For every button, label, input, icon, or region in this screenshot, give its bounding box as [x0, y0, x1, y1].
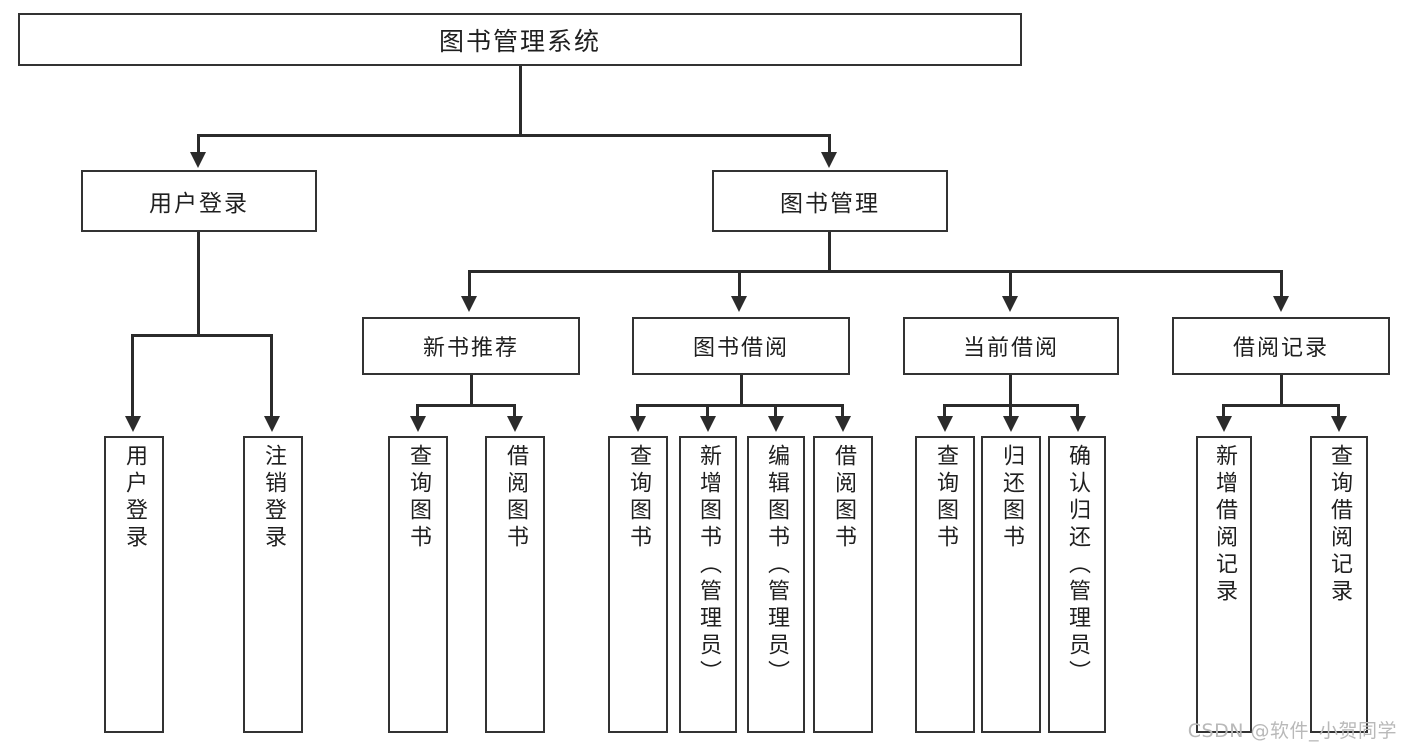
arrowhead-new-books — [461, 296, 477, 312]
connector-drop-leaf-confirm-return — [1076, 404, 1079, 418]
leaf-logout[interactable]: 注销登录 — [243, 436, 303, 733]
node-label: 当前借阅 — [962, 336, 1059, 361]
arrowhead-leaf-logout — [264, 416, 280, 432]
leaf-edit-book-admin[interactable]: 编辑图书（管理员） — [747, 436, 805, 733]
node-label: 新书推荐 — [422, 336, 519, 361]
connector-drop-leaf-borrow-book-2 — [841, 404, 844, 418]
arrowhead-current-borrow — [1002, 296, 1018, 312]
connector-drop-leaf-add-record — [1222, 404, 1225, 418]
node-label: 图书管理 — [780, 191, 880, 217]
connector-level2-bus — [197, 134, 831, 137]
node-label: 编辑图书（管理员） — [763, 444, 789, 687]
connector-drop-current-borrow — [1009, 270, 1012, 298]
leaf-borrow-book-recommend[interactable]: 借阅图书 — [485, 436, 545, 733]
connector-new-books-bus — [416, 404, 515, 407]
connector-borrow-record-bus — [1222, 404, 1340, 407]
connector-book-borrow-stem — [740, 375, 743, 406]
leaf-borrow-book[interactable]: 借阅图书 — [813, 436, 873, 733]
connector-drop-leaf-add-book — [706, 404, 709, 418]
leaf-query-book-borrow[interactable]: 查询图书 — [608, 436, 668, 733]
arrowhead-user-login — [190, 152, 206, 168]
node-book-borrow[interactable]: 图书借阅 — [632, 317, 850, 375]
arrowhead-leaf-query-book-1 — [410, 416, 426, 432]
connector-user-login-stem — [197, 232, 200, 334]
connector-drop-leaf-query-book-3 — [943, 404, 946, 418]
arrowhead-book-manage — [821, 152, 837, 168]
arrowhead-borrow-record — [1273, 296, 1289, 312]
connector-drop-new-books — [468, 270, 471, 298]
connector-drop-book-borrow — [738, 270, 741, 298]
connector-root-stem — [519, 66, 522, 134]
node-root-system[interactable]: 图书管理系统 — [18, 13, 1022, 66]
node-current-borrow[interactable]: 当前借阅 — [903, 317, 1119, 375]
node-label: 借阅图书 — [830, 444, 856, 552]
connector-user-login-bus — [131, 334, 270, 337]
node-user-login[interactable]: 用户登录 — [81, 170, 317, 232]
node-label: 新增图书（管理员） — [695, 444, 721, 687]
node-label: 用户登录 — [121, 444, 147, 552]
node-label: 用户登录 — [149, 191, 249, 217]
node-label: 新增借阅记录 — [1211, 444, 1237, 606]
connector-current-borrow-stem — [1009, 375, 1012, 406]
arrowhead-leaf-user-login — [125, 416, 141, 432]
node-label: 图书管理系统 — [438, 26, 601, 56]
node-label: 注销登录 — [260, 444, 286, 552]
arrowhead-leaf-borrow-book-2 — [835, 416, 851, 432]
node-borrow-record[interactable]: 借阅记录 — [1172, 317, 1390, 375]
arrowhead-leaf-edit-book — [768, 416, 784, 432]
node-label: 图书借阅 — [692, 336, 789, 361]
connector-drop-leaf-edit-book — [774, 404, 777, 418]
connector-book-borrow-bus — [636, 404, 842, 407]
leaf-query-book-recommend[interactable]: 查询图书 — [388, 436, 448, 733]
arrowhead-leaf-query-book-2 — [630, 416, 646, 432]
node-label: 查询借阅记录 — [1326, 444, 1352, 606]
node-label: 查询图书 — [405, 444, 431, 552]
connector-drop-leaf-query-book-2 — [636, 404, 639, 418]
leaf-confirm-return-admin[interactable]: 确认归还（管理员） — [1048, 436, 1106, 733]
leaf-query-book-current[interactable]: 查询图书 — [915, 436, 975, 733]
leaf-query-borrow-record[interactable]: 查询借阅记录 — [1310, 436, 1368, 733]
arrowhead-leaf-return-book — [1003, 416, 1019, 432]
leaf-add-borrow-record[interactable]: 新增借阅记录 — [1196, 436, 1252, 733]
arrowhead-leaf-query-record — [1331, 416, 1347, 432]
connector-drop-leaf-logout — [270, 334, 273, 418]
connector-book-manage-stem — [828, 232, 831, 272]
node-label: 确认归还（管理员） — [1064, 444, 1090, 687]
connector-drop-borrow-record — [1280, 270, 1283, 298]
arrowhead-leaf-add-record — [1216, 416, 1232, 432]
connector-drop-book-manage — [828, 134, 831, 154]
connector-drop-leaf-query-book-1 — [416, 404, 419, 418]
node-book-management[interactable]: 图书管理 — [712, 170, 948, 232]
connector-new-books-stem — [470, 375, 473, 406]
arrowhead-leaf-query-book-3 — [937, 416, 953, 432]
leaf-user-login[interactable]: 用户登录 — [104, 436, 164, 733]
connector-drop-leaf-borrow-book-1 — [513, 404, 516, 418]
connector-drop-leaf-user-login — [131, 334, 134, 418]
connector-drop-leaf-return-book — [1009, 404, 1012, 418]
node-label: 借阅记录 — [1232, 336, 1329, 361]
node-label: 查询图书 — [932, 444, 958, 552]
connector-drop-leaf-query-record — [1337, 404, 1340, 418]
arrowhead-leaf-confirm-return — [1070, 416, 1086, 432]
connector-borrow-record-stem — [1280, 375, 1283, 406]
arrowhead-book-borrow — [731, 296, 747, 312]
node-label: 借阅图书 — [502, 444, 528, 552]
arrowhead-leaf-add-book — [700, 416, 716, 432]
node-new-book-recommend[interactable]: 新书推荐 — [362, 317, 580, 375]
node-label: 查询图书 — [625, 444, 651, 552]
leaf-return-book[interactable]: 归还图书 — [981, 436, 1041, 733]
leaf-add-book-admin[interactable]: 新增图书（管理员） — [679, 436, 737, 733]
node-label: 归还图书 — [998, 444, 1024, 552]
arrowhead-leaf-borrow-book-1 — [507, 416, 523, 432]
connector-drop-user-login — [197, 134, 200, 154]
connector-level3-bus — [468, 270, 1283, 273]
